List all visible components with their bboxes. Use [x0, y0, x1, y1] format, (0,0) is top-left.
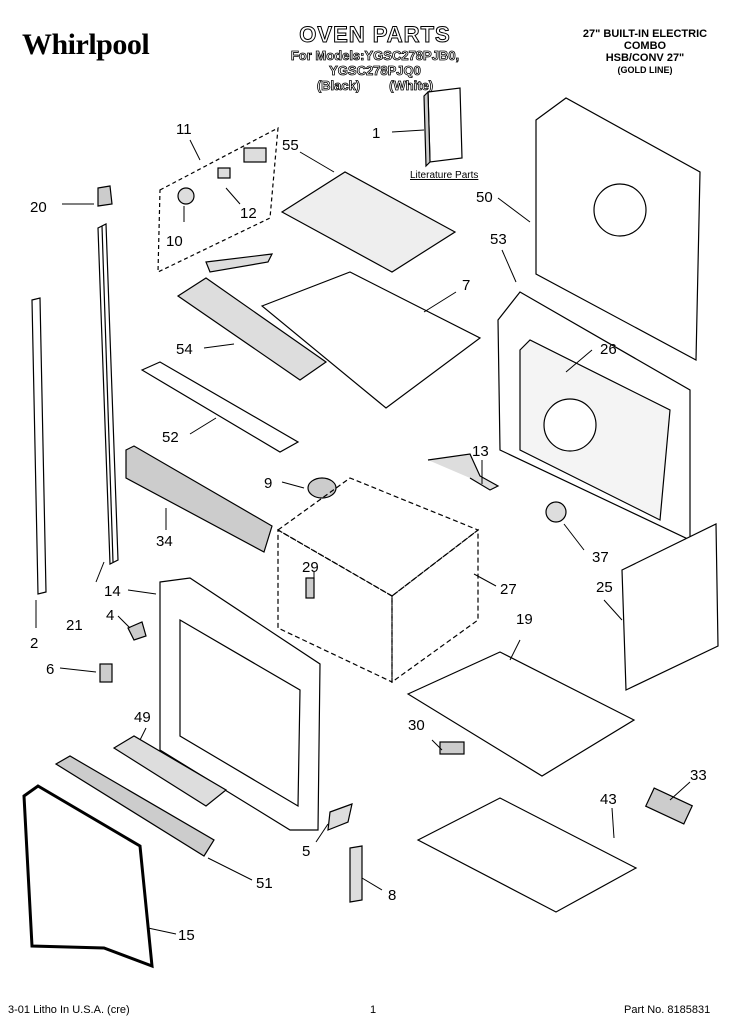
callout-26: 26 [600, 341, 617, 358]
part-vent-34 [125, 445, 273, 553]
callout-52: 52 [162, 429, 179, 446]
callout-34: 34 [156, 533, 173, 550]
leader-lines [35, 129, 691, 935]
part-clip-20 [97, 185, 113, 207]
part-back-panel-50 [535, 97, 701, 361]
part-small-switch [217, 167, 231, 179]
spec-block: 27" BUILT-IN ELECTRIC COMBO HSB/CONV 27"… [560, 28, 730, 76]
part-gasket-37 [545, 501, 567, 523]
part-bracket-5 [327, 803, 353, 831]
part-top-7 [260, 271, 482, 409]
callout-9: 9 [264, 475, 272, 492]
callout-11: 11 [176, 121, 192, 138]
footer-litho: 3-01 Litho In U.S.A. (cre) [8, 1004, 130, 1016]
callout-15: 15 [178, 927, 195, 944]
footer-page-number: 1 [370, 1004, 377, 1016]
callout-51: 51 [256, 875, 273, 892]
callout-49: 49 [134, 709, 151, 726]
callout-13: 13 [472, 443, 489, 460]
callout-12: 12 [240, 205, 257, 222]
callout-10: 10 [166, 233, 183, 250]
spec-line-1: 27" BUILT-IN ELECTRIC [582, 28, 708, 40]
part-bracket-8 [349, 845, 363, 903]
part-insulation-49 [112, 735, 228, 807]
callout-55: 55 [282, 137, 299, 154]
part-clip-29 [305, 577, 315, 599]
part-screw-4 [127, 621, 147, 641]
callout-33: 33 [690, 767, 707, 784]
part-trim-51 [54, 755, 215, 857]
spec-line-3: HSB/CONV 27" [605, 52, 685, 64]
models-line: For Models:YGSC278PJB0, YGSC278PJQ0 [290, 48, 460, 79]
literature-label: Literature Parts [410, 170, 479, 181]
diagram-title-block: OVEN PARTS For Models:YGSC278PJB0, YGSC2… [250, 22, 500, 94]
part-strip-2 [31, 297, 47, 595]
part-bracket-30 [439, 741, 465, 755]
part-knob-10 [177, 187, 195, 205]
part-fan-9 [307, 477, 337, 499]
whirlpool-logo: Whirlpool [22, 28, 150, 61]
callout-50: 50 [476, 189, 493, 206]
callout-5: 5 [302, 843, 310, 860]
part-front-frame-14 [159, 577, 321, 831]
part-bottom-19 [406, 651, 636, 777]
page-title: OVEN PARTS [299, 22, 451, 48]
callout-8: 8 [388, 887, 396, 904]
part-pan-43 [416, 797, 638, 913]
callout-14: 14 [104, 583, 121, 600]
spec-line-4: (GOLD LINE) [617, 65, 673, 75]
callout-37: 37 [592, 549, 609, 566]
part-literature [423, 87, 463, 168]
callout-30: 30 [408, 717, 425, 734]
callout-1: 1 [372, 125, 380, 142]
callout-25: 25 [596, 579, 613, 596]
part-oven-cavity-27 [276, 477, 480, 684]
callout-27: 27 [500, 581, 517, 598]
spec-line-2: COMBO [623, 40, 667, 52]
callout-53: 53 [490, 231, 507, 248]
part-bracket-52 [140, 361, 300, 453]
part-switch-12 [243, 147, 267, 163]
callout-numbers: 1 2 4 5 6 7 8 9 10 11 12 13 14 15 19 20 … [30, 121, 707, 944]
callout-21: 21 [66, 617, 83, 634]
footer-part-number: Part No. 8185831 [624, 1004, 711, 1016]
part-side-panel-25 [621, 523, 719, 691]
callout-7: 7 [462, 277, 470, 294]
callout-19: 19 [516, 611, 533, 628]
part-insulation-top [280, 171, 457, 273]
part-clip-6 [99, 663, 113, 683]
part-element-13 [427, 453, 500, 491]
callout-54: 54 [176, 341, 193, 358]
callout-43: 43 [600, 791, 617, 808]
callout-20: 20 [30, 199, 47, 216]
callout-4: 4 [106, 607, 114, 624]
callout-29: 29 [302, 559, 319, 576]
callout-6: 6 [46, 661, 54, 678]
callout-2: 2 [30, 635, 38, 652]
part-insulation-54 [176, 277, 328, 381]
part-gasket-15 [22, 784, 154, 969]
part-terminal-33 [644, 787, 694, 825]
variants-line: (Black) (White) [316, 78, 434, 94]
